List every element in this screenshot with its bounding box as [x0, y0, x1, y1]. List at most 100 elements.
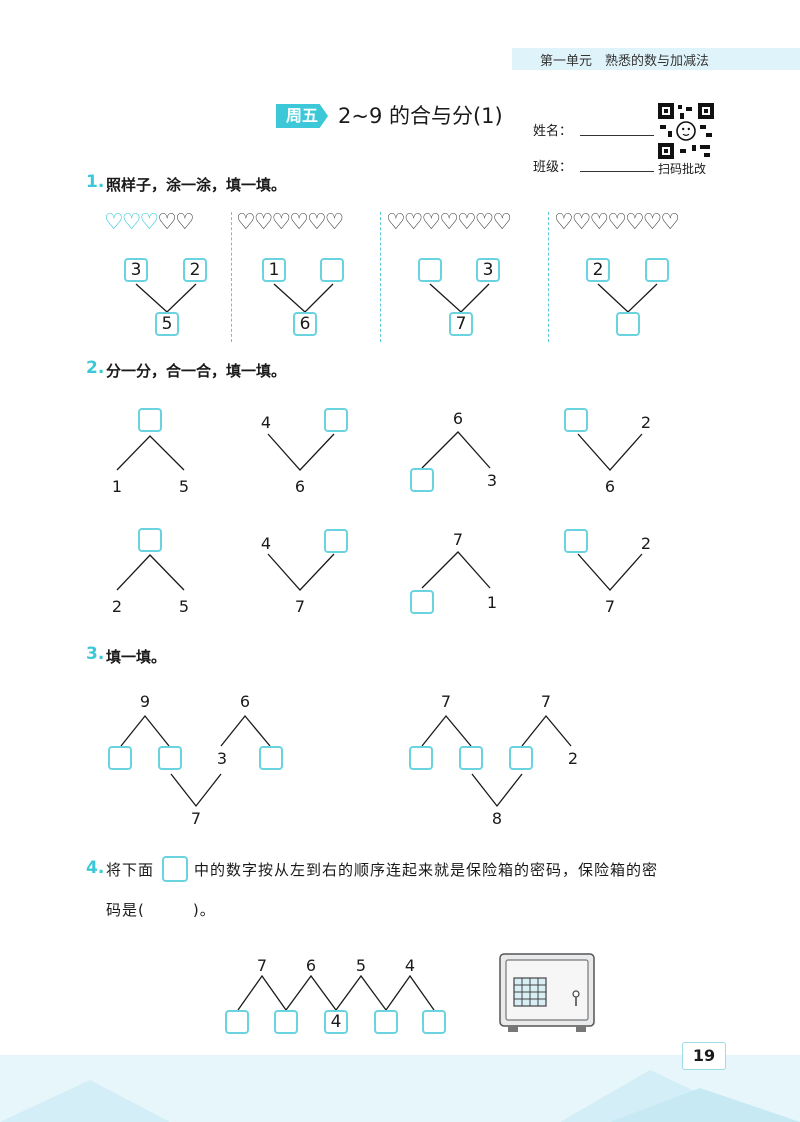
q2-r2-d3-left[interactable]	[410, 590, 434, 614]
heart-icon[interactable]: ♡	[121, 210, 142, 235]
safe-icon	[499, 953, 595, 1032]
q1-g1-total[interactable]: 5	[155, 312, 179, 336]
heart-icon[interactable]: ♡	[439, 210, 459, 235]
group-divider	[548, 212, 549, 342]
group-divider	[380, 212, 381, 342]
q1-g4-right[interactable]	[645, 258, 669, 282]
q3-right-box1[interactable]	[409, 746, 433, 770]
q4-inline-box	[162, 856, 188, 882]
q4-box-5[interactable]	[422, 1010, 446, 1034]
heart-icon[interactable]: ♡	[174, 210, 195, 235]
q2-r1-d2-right[interactable]	[324, 408, 348, 432]
q4-top-3: 5	[355, 956, 367, 975]
heart-icon[interactable]: ♡	[139, 210, 159, 235]
q1-g4-left[interactable]: 2	[586, 258, 610, 282]
q1-g1-right[interactable]: 2	[183, 258, 207, 282]
q3-right-bottom: 8	[491, 809, 503, 828]
q2-r2-d4-bottom: 7	[604, 597, 616, 616]
q1-g3-left[interactable]	[418, 258, 442, 282]
q4-box-2[interactable]	[274, 1010, 298, 1034]
class-field[interactable]	[580, 170, 654, 172]
heart-icon[interactable]: ♡	[660, 210, 680, 235]
q2-r2-d2-bottom: 7	[294, 597, 306, 616]
heart-row[interactable]: ♡♡♡♡♡♡♡	[554, 210, 680, 235]
q1-g3-total[interactable]: 7	[449, 312, 473, 336]
heart-icon[interactable]: ♡	[306, 210, 327, 235]
heart-icon[interactable]: ♡	[642, 210, 663, 235]
q3-right-box3[interactable]	[509, 746, 533, 770]
heart-icon[interactable]: ♡	[554, 210, 574, 235]
heart-icon[interactable]: ♡	[253, 210, 274, 235]
page-number: 19	[682, 1042, 726, 1070]
heart-icon[interactable]: ♡	[236, 210, 256, 235]
q2-r1-d3-right: 3	[486, 471, 498, 490]
q2-r1-d1-left: 1	[111, 477, 123, 496]
heart-icon[interactable]: ♡	[607, 210, 627, 235]
heart-icon[interactable]: ♡	[104, 210, 124, 235]
q3-left-top1: 9	[139, 692, 151, 711]
heart-row[interactable]: ♡♡♡♡♡♡♡	[386, 210, 512, 235]
q4-box-1[interactable]	[225, 1010, 249, 1034]
q3-right-box2[interactable]	[459, 746, 483, 770]
q1-g4-total[interactable]	[616, 312, 640, 336]
heart-icon[interactable]: ♡	[474, 210, 495, 235]
heart-icon[interactable]: ♡	[324, 210, 345, 235]
heart-icon[interactable]: ♡	[492, 210, 512, 235]
q1-number: 1.	[86, 172, 105, 192]
q1-g1-left[interactable]: 3	[124, 258, 148, 282]
q1-prompt: 照样子，涂一涂，填一填。	[106, 176, 287, 194]
q2-r2-d3-top: 7	[452, 530, 464, 549]
q4-top-4: 4	[404, 956, 416, 975]
heart-icon[interactable]: ♡	[289, 210, 309, 235]
name-field[interactable]	[580, 134, 654, 136]
q2-r1-d3-left[interactable]	[410, 468, 434, 492]
q3-prompt: 填一填。	[106, 648, 167, 666]
name-label: 姓名：	[533, 124, 573, 139]
q3-right-top1: 7	[440, 692, 452, 711]
q1-g2-right[interactable]	[320, 258, 344, 282]
heart-row[interactable]: ♡♡♡♡♡♡	[236, 210, 345, 235]
q4-top-1: 7	[256, 956, 268, 975]
heart-icon[interactable]: ♡	[421, 210, 441, 235]
q4-top-2: 6	[305, 956, 317, 975]
q2-r1-d1-right: 5	[178, 477, 190, 496]
q2-r2-d1-right: 5	[178, 597, 190, 616]
q3-left-top2: 6	[239, 692, 251, 711]
q1-g2-left[interactable]: 1	[262, 258, 286, 282]
q3-left-box3[interactable]	[259, 746, 283, 770]
header-bar	[512, 48, 800, 70]
q2-r2-d4-right: 2	[640, 534, 652, 553]
q3-right-side: 2	[567, 749, 579, 768]
heart-icon[interactable]: ♡	[271, 210, 291, 235]
q2-r1-d4-left[interactable]	[564, 408, 588, 432]
q2-r1-d1-top[interactable]	[138, 408, 162, 432]
heart-icon[interactable]: ♡	[571, 210, 592, 235]
q4-box-3[interactable]: 4	[324, 1010, 348, 1034]
heart-icon[interactable]: ♡	[589, 210, 609, 235]
q4-box-4[interactable]	[374, 1010, 398, 1034]
q4-text-c: 码是( )。	[106, 901, 216, 919]
q3-left-box1[interactable]	[108, 746, 132, 770]
unit-title: 第一单元 熟悉的数与加减法	[540, 54, 710, 69]
qr-code-icon[interactable]	[658, 103, 714, 159]
q2-r2-d1-left: 2	[111, 597, 123, 616]
q2-r2-d1-top[interactable]	[138, 528, 162, 552]
q2-r2-d2-right[interactable]	[324, 529, 348, 553]
heart-icon[interactable]: ♡	[624, 210, 645, 235]
heart-icon[interactable]: ♡	[403, 210, 424, 235]
q1-g3-right[interactable]: 3	[476, 258, 500, 282]
q1-g2-total[interactable]: 6	[293, 312, 317, 336]
heart-icon[interactable]: ♡	[456, 210, 477, 235]
q3-right-top2: 7	[540, 692, 552, 711]
lesson-title: 2~9 的合与分(1)	[338, 104, 503, 128]
heart-icon[interactable]: ♡	[386, 210, 406, 235]
q2-r2-d4-left[interactable]	[564, 529, 588, 553]
q3-left-box2[interactable]	[158, 746, 182, 770]
q2-r1-d4-right: 2	[640, 413, 652, 432]
footer-decoration	[0, 1070, 800, 1122]
q3-number: 3.	[86, 644, 105, 664]
heart-row[interactable]: ♡♡♡♡♡	[104, 210, 195, 235]
q3-left-bottom: 7	[190, 809, 202, 828]
heart-icon[interactable]: ♡	[157, 210, 177, 235]
